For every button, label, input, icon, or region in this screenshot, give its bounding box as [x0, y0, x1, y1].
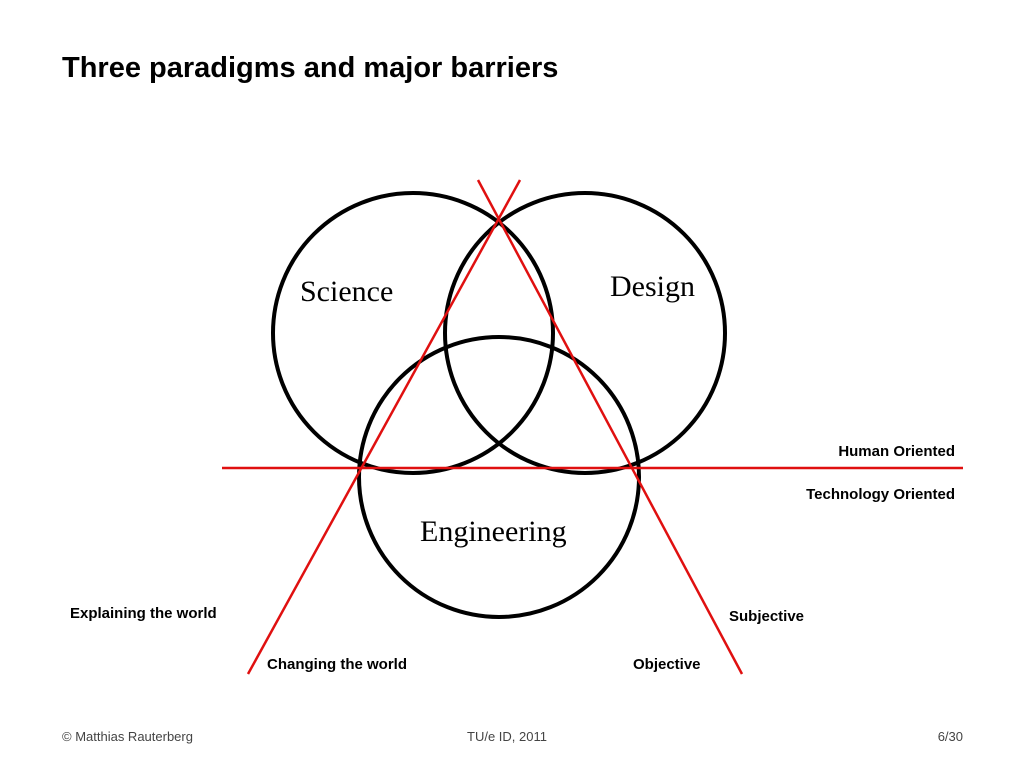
human-oriented-label: Human Oriented: [838, 443, 955, 460]
changing-the-world-label: Changing the world: [267, 656, 407, 673]
engineering-label: Engineering: [420, 515, 567, 548]
science-circle: [271, 191, 555, 475]
objective-label: Objective: [633, 656, 701, 673]
technology-oriented-label: Technology Oriented: [806, 486, 955, 503]
explaining-changing-barrier-line: [246, 179, 522, 675]
footer-page-number: 6/30: [937, 729, 963, 744]
footer-author: © Matthias Rauterberg: [62, 729, 193, 744]
design-label: Design: [610, 270, 695, 303]
explaining-the-world-label: Explaining the world: [70, 605, 217, 622]
engineering-circle: [357, 335, 641, 619]
subjective-label: Subjective: [729, 608, 804, 625]
design-circle: [443, 191, 727, 475]
slide-title: Three paradigms and major barriers: [62, 52, 559, 84]
subjective-objective-barrier-line: [476, 179, 744, 675]
science-label: Science: [300, 275, 393, 308]
footer-venue: TU/e ID, 2011: [467, 729, 547, 744]
